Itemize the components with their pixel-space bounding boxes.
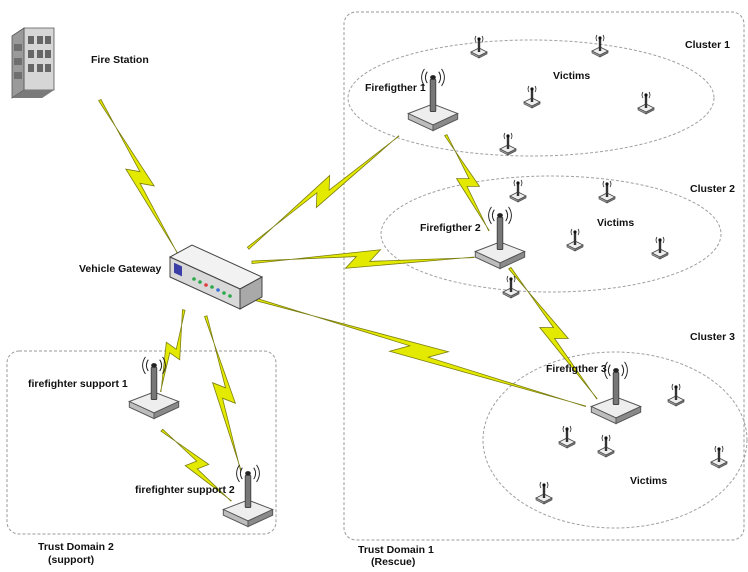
- fire-station-label: Fire Station: [91, 54, 149, 66]
- firefighter-1-label: Firefigther 1: [365, 82, 426, 94]
- small-beacon-icon: [523, 85, 541, 109]
- cluster-1-label: Cluster 1: [685, 39, 730, 51]
- lightning-link-icon: [160, 428, 232, 502]
- trust-domain-2-region: [6, 350, 277, 535]
- lightning-link-icon: [160, 309, 186, 393]
- antenna-radio-icon: [222, 464, 274, 528]
- cluster-3-victims-label: Victims: [630, 475, 667, 487]
- antenna-radio-icon: [407, 68, 459, 132]
- small-beacon-icon: [502, 275, 520, 299]
- small-beacon-icon: [535, 481, 553, 505]
- cluster-3-ellipse: [482, 351, 748, 529]
- support-2-label: firefighter support 2: [135, 484, 235, 496]
- small-beacon-icon: [591, 34, 609, 58]
- small-beacon-icon: [558, 425, 576, 449]
- lightning-link-icon: [251, 249, 475, 269]
- cluster-2-victims-label: Victims: [597, 217, 634, 229]
- firefighter-3-label: Firefigther 3: [546, 363, 607, 375]
- small-beacon-icon: [598, 180, 616, 204]
- lightning-link-icon: [444, 134, 490, 232]
- firefighter-2-label: Firefigther 2: [420, 222, 481, 234]
- trust-domain-2-label: Trust Domain 2: [38, 541, 114, 553]
- lightning-link-icon: [246, 135, 400, 250]
- support-1-label: firefighter support 1: [28, 378, 128, 390]
- antenna-radio-icon: [590, 361, 642, 425]
- cluster-2-ellipse: [380, 175, 722, 293]
- cluster-3-label: Cluster 3: [690, 331, 735, 343]
- lightning-link-icon: [250, 296, 587, 407]
- trust-domain-1-sublabel: (Rescue): [371, 556, 415, 567]
- small-beacon-icon: [667, 383, 685, 407]
- small-beacon-icon: [651, 236, 669, 260]
- radio-devices: [128, 68, 642, 528]
- cluster-2-label: Cluster 2: [690, 183, 735, 195]
- vehicle-gateway-label: Vehicle Gateway: [79, 263, 161, 275]
- antenna-radio-icon: [474, 206, 526, 270]
- building-icon: [11, 27, 55, 99]
- small-beacon-icon: [509, 179, 527, 203]
- trust-domain-2-sublabel: (support): [48, 554, 94, 566]
- antenna-radio-icon: [128, 356, 180, 420]
- trust-domain-1-region: [343, 11, 745, 541]
- lightning-link-icon: [203, 315, 242, 471]
- cluster-1-victims-label: Victims: [553, 70, 590, 82]
- network-switch-icon: [168, 244, 264, 310]
- wireless-links: [98, 98, 598, 502]
- small-beacon-icon: [710, 445, 728, 469]
- cluster-1-ellipse: [347, 39, 715, 157]
- victim-beacons: [470, 34, 728, 505]
- lightning-link-icon: [508, 266, 598, 400]
- small-beacon-icon: [499, 132, 517, 156]
- small-beacon-icon: [470, 35, 488, 59]
- small-beacon-icon: [637, 91, 655, 115]
- small-beacon-icon: [566, 228, 584, 252]
- lightning-link-icon: [98, 98, 180, 257]
- small-beacon-icon: [597, 434, 615, 458]
- trust-domain-1-label: Trust Domain 1: [358, 544, 434, 556]
